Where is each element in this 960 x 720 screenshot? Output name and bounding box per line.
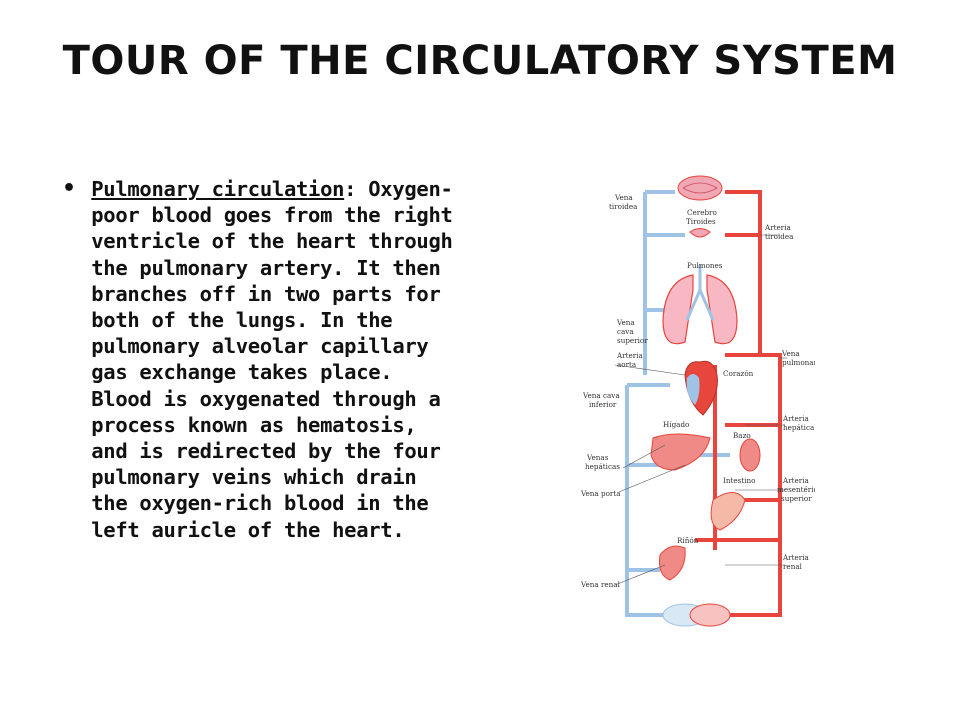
label-vena-tiroidea-2: tiroidea	[609, 202, 638, 211]
heart-organ	[684, 360, 718, 416]
thyroid-organ	[689, 228, 711, 238]
label-arteria-tiroidea-2: tiroidea	[765, 232, 794, 241]
label-arteria-aorta-1: Arteria	[616, 351, 644, 360]
brain-organ	[677, 175, 723, 201]
intestine-organ	[710, 492, 746, 531]
label-vena-cava-inferior-2: inferior	[589, 400, 617, 409]
label-venas-hepaticas-1: Venas	[586, 453, 609, 462]
label-vena-renal: Vena renal	[580, 580, 621, 589]
label-bazo: Bazo	[733, 431, 751, 440]
label-vena-pulmonar-1: Vena	[781, 349, 800, 358]
label-arteria-renal-1: Arteria	[782, 553, 810, 562]
label-arteria-mesenterica-2: mesentérica	[777, 485, 815, 494]
label-vena-porta: Vena porta	[580, 489, 621, 498]
bullet-item: • Pulmonary circulation: Oxygen-poor blo…	[62, 176, 462, 543]
label-arteria-mesenterica-3: superior	[781, 494, 812, 503]
kidney-organ	[659, 545, 686, 581]
label-arteria-hepatica-2: hepática	[783, 423, 815, 432]
label-arteria-mesenterica-1: Arteria	[782, 476, 810, 485]
label-vena-pulmonar-2: pulmonar	[782, 358, 815, 367]
label-arteria-hepatica-1: Arteria	[782, 414, 810, 423]
label-vena-tiroidea-1: Vena	[614, 193, 633, 202]
label-tiroides: Tiroides	[686, 217, 716, 226]
liver-organ	[650, 433, 711, 471]
label-vena-cava-superior-3: superior	[617, 336, 648, 345]
lungs-organ	[662, 265, 738, 345]
capillary-bed	[662, 603, 731, 627]
slide-title: TOUR OF THE CIRCULATORY SYSTEM	[62, 38, 898, 84]
bullet-term: Pulmonary circulation	[91, 177, 345, 201]
label-pointers	[614, 234, 787, 586]
label-venas-hepaticas-2: hepáticas	[585, 462, 620, 471]
spleen-organ	[739, 438, 761, 472]
label-pulmones: Pulmones	[687, 261, 723, 270]
label-vena-cava-superior-2: cava	[617, 327, 634, 336]
label-arteria-renal-2: renal	[783, 562, 803, 571]
bullet-marker: •	[62, 176, 77, 201]
label-vena-cava-superior-1: Vena	[616, 318, 635, 327]
label-corazon: Corazón	[723, 369, 754, 378]
label-arteria-aorta-2: aorta	[617, 360, 637, 369]
circulatory-diagram: Vena tiroidea Vena cava superior Arteria…	[580, 175, 815, 627]
bullet-paragraph: Pulmonary circulation: Oxygen-poor blood…	[91, 176, 462, 543]
bullet-body: : Oxygen-poor blood goes from the right …	[91, 177, 453, 542]
label-rinon: Riñón	[677, 536, 699, 545]
label-higado: Hígado	[663, 420, 689, 429]
label-arteria-tiroidea-1: Arteria	[764, 223, 792, 232]
label-cerebro: Cerebro	[687, 208, 717, 217]
label-vena-cava-inferior-1: Vena cava	[582, 391, 620, 400]
label-intestino: Intestino	[723, 476, 755, 485]
